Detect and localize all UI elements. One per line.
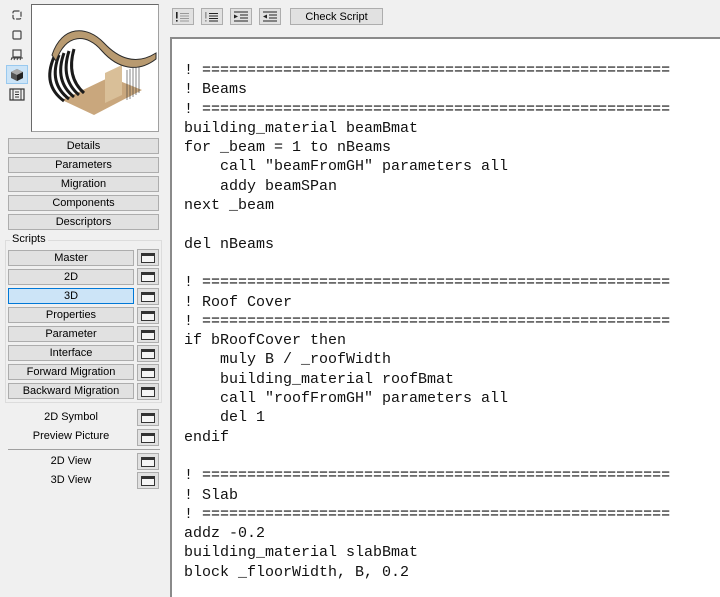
open-3d-view-button[interactable] — [137, 472, 159, 489]
descriptors-button[interactable]: Descriptors — [8, 214, 159, 230]
script-backward-migration-button[interactable]: Backward Migration — [8, 383, 134, 399]
open-2d-symbol-button[interactable] — [137, 409, 159, 426]
code-line[interactable]: ! ======================================… — [184, 274, 671, 292]
open-window-backward-migration-button[interactable] — [137, 383, 159, 400]
code-line[interactable]: call "roofFromGH" parameters all — [184, 390, 509, 408]
script-parameter-button[interactable]: Parameter — [8, 326, 134, 342]
open-preview-picture-button[interactable] — [137, 429, 159, 446]
preview-picture — [31, 4, 159, 132]
window-icon — [141, 291, 155, 302]
window-icon — [141, 386, 155, 397]
code-line[interactable]: addz -0.2 — [184, 525, 266, 543]
2d-symbol-label: 2D Symbol — [44, 411, 98, 423]
code-line[interactable]: building_material roofBmat — [184, 370, 455, 388]
code-line[interactable] — [184, 215, 670, 234]
divider — [8, 449, 160, 450]
open-window-3d-button[interactable] — [137, 288, 159, 305]
window-icon — [141, 329, 155, 340]
open-window-parameter-button[interactable] — [137, 326, 159, 343]
code-line[interactable]: for _beam = 1 to nBeams — [184, 139, 392, 157]
script-3d-button[interactable]: 3D — [8, 288, 134, 304]
window-icon — [141, 412, 155, 423]
elevation-view-icon[interactable] — [6, 45, 28, 64]
preview-picture-label: Preview Picture — [32, 430, 110, 442]
code-line[interactable]: ! Roof Cover — [184, 293, 293, 311]
window-icon — [141, 456, 155, 467]
3d-cube-view-icon[interactable] — [6, 65, 28, 84]
3d-view-label: 3D View — [50, 474, 92, 486]
code-line[interactable]: building_material slabBmat — [184, 544, 419, 562]
code-line[interactable]: del nBeams — [184, 235, 275, 253]
window-icon — [141, 252, 155, 263]
components-button[interactable]: Components — [8, 195, 159, 211]
details-button[interactable]: Details — [8, 138, 159, 154]
code-line[interactable]: ! ======================================… — [184, 100, 671, 118]
comment-lines-button[interactable] — [172, 8, 194, 25]
indent-icon — [234, 11, 248, 22]
code-line[interactable]: ! ======================================… — [184, 312, 671, 330]
code-line[interactable]: ! ======================================… — [184, 467, 671, 485]
window-icon — [141, 348, 155, 359]
code-line[interactable]: next _beam — [184, 197, 275, 215]
2d-view-label: 2D View — [50, 455, 92, 467]
comment-lines-icon — [176, 11, 189, 22]
code-line[interactable]: ! Beams — [184, 81, 248, 99]
script-interface-button[interactable]: Interface — [8, 345, 134, 361]
square-view-icon[interactable] — [6, 25, 28, 44]
script-forward-migration-button[interactable]: Forward Migration — [8, 364, 134, 380]
window-icon — [141, 367, 155, 378]
code-line[interactable]: block _floorWidth, B, 0.2 — [184, 563, 410, 581]
check-script-button[interactable]: Check Script — [290, 8, 383, 25]
code-line[interactable]: ! ======================================… — [184, 505, 671, 523]
code-line[interactable] — [184, 447, 670, 466]
film-strip-view-icon[interactable] — [6, 85, 28, 104]
window-icon — [141, 475, 155, 486]
code-line[interactable]: building_material beamBmat — [184, 119, 419, 137]
indent-button[interactable] — [230, 8, 252, 25]
floor-plan-view-icon[interactable] — [6, 5, 28, 24]
open-window-master-button[interactable] — [137, 249, 159, 266]
code-line[interactable]: addy beamSPan — [184, 177, 338, 195]
code-line[interactable]: call "beamFromGH" parameters all — [184, 158, 509, 176]
open-window-forward-migration-button[interactable] — [137, 364, 159, 381]
uncomment-lines-button[interactable] — [201, 8, 223, 25]
pavilion-preview-image — [48, 30, 157, 115]
script-master-button[interactable]: Master — [8, 250, 134, 266]
code-line[interactable]: endif — [184, 428, 230, 446]
open-window-properties-button[interactable] — [137, 307, 159, 324]
code-line[interactable] — [184, 254, 670, 273]
window-icon — [141, 271, 155, 282]
code-line[interactable]: ! Slab — [184, 486, 239, 504]
code-line[interactable]: if bRoofCover then — [184, 332, 347, 350]
window-icon — [141, 432, 155, 443]
open-window-2d-button[interactable] — [137, 268, 159, 285]
parameters-button[interactable]: Parameters — [8, 157, 159, 173]
code-line[interactable]: ! ======================================… — [184, 62, 671, 79]
script-code-text[interactable]: ! ======================================… — [184, 61, 670, 582]
view-icon-strip — [6, 5, 28, 105]
uncomment-lines-icon — [205, 11, 218, 22]
window-icon — [141, 310, 155, 321]
outdent-button[interactable] — [259, 8, 281, 25]
open-2d-view-button[interactable] — [137, 453, 159, 470]
code-line[interactable]: muly B / _roofWidth — [184, 351, 392, 369]
scripts-group-label: Scripts — [10, 233, 48, 245]
script-properties-button[interactable]: Properties — [8, 307, 134, 323]
script-2d-button[interactable]: 2D — [8, 269, 134, 285]
outdent-icon — [263, 11, 277, 22]
code-line[interactable]: del 1 — [184, 409, 266, 427]
script-editor[interactable]: ! ======================================… — [170, 37, 720, 597]
migration-button[interactable]: Migration — [8, 176, 159, 192]
scripts-group-box — [5, 240, 162, 403]
open-window-interface-button[interactable] — [137, 345, 159, 362]
